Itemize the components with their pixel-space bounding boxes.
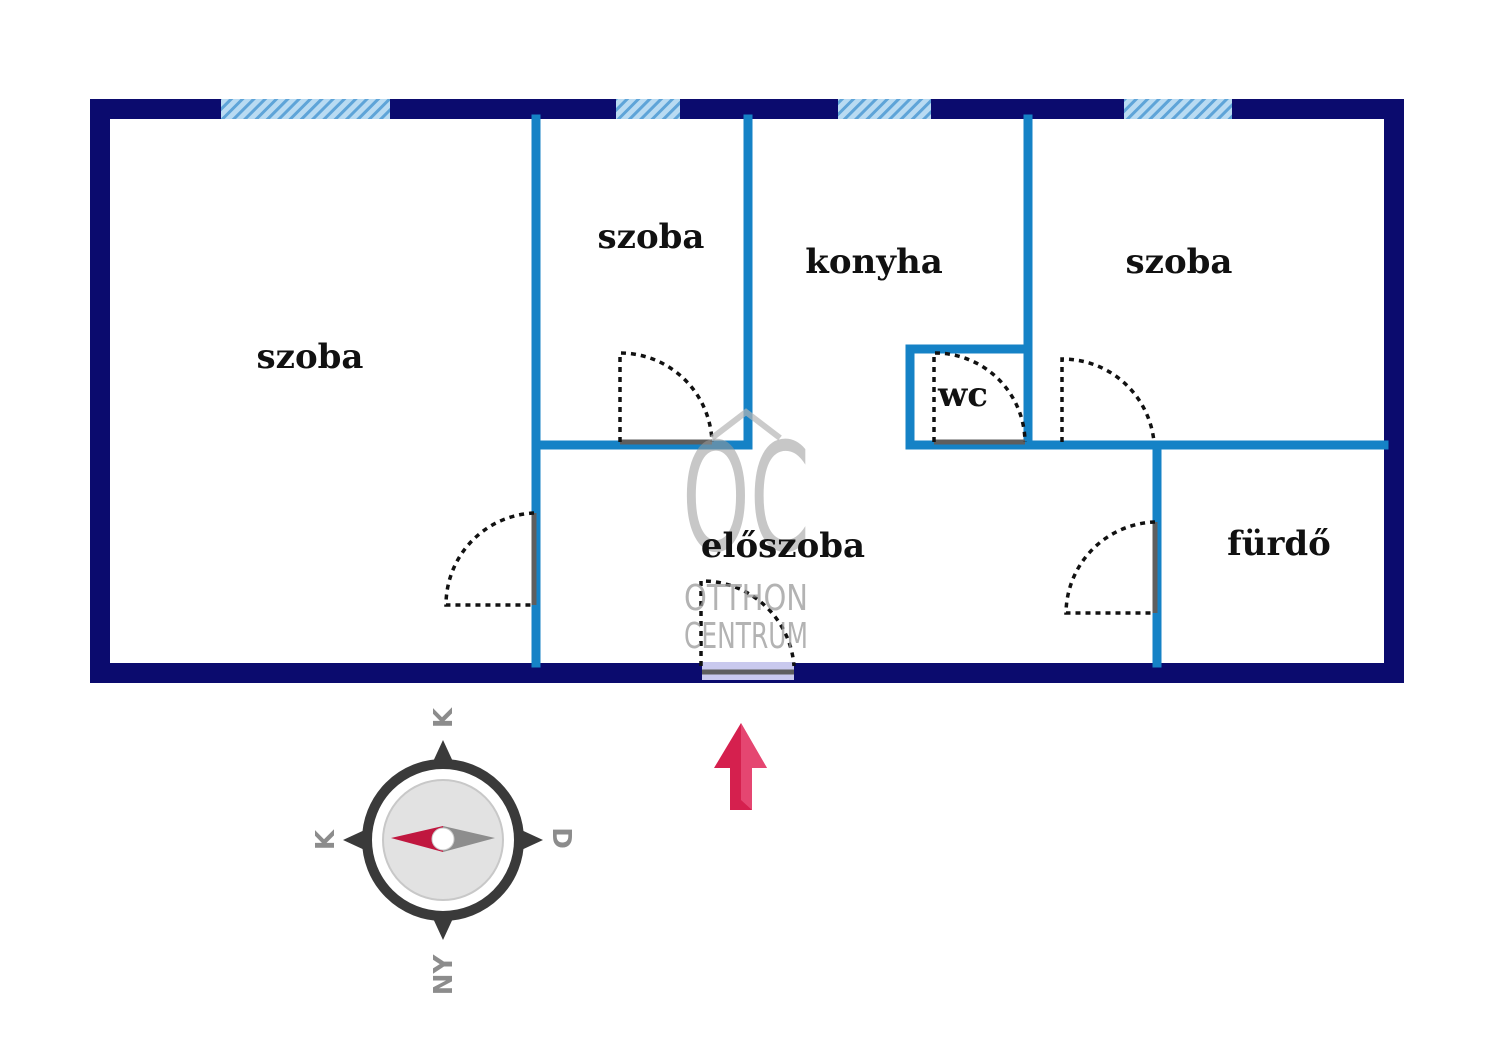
label-wc: wc: [937, 375, 988, 415]
door-swing-right-room: [1060, 357, 1156, 443]
watermark-line1: OTTHON: [684, 578, 808, 619]
compass-letter-top: K: [429, 707, 459, 728]
watermark: OC OTTHON CENTRUM: [682, 408, 810, 657]
label-room-small: szoba: [598, 217, 705, 257]
label-room-left: szoba: [257, 337, 364, 377]
label-room-right: szoba: [1126, 242, 1233, 282]
door-swing-wc: [932, 351, 1027, 443]
window-4: [1124, 99, 1232, 119]
watermark-roof-icon: [710, 408, 782, 441]
window-2: [616, 99, 680, 119]
label-kitchen: konyha: [805, 242, 942, 282]
compass-letter-left: K: [311, 829, 341, 850]
watermark-logo: OC: [682, 412, 810, 586]
compass-needle-south: [443, 826, 495, 852]
compass-letter-right: D: [546, 827, 576, 849]
door-swing-left-room: [444, 511, 535, 607]
door-swing-bath: [1064, 520, 1156, 615]
door-swing-entrance: [699, 579, 796, 667]
door-swing-small-room: [618, 351, 714, 443]
entrance-arrow-icon: [714, 723, 767, 810]
room-labels: szoba szoba konyha szoba wc előszoba für…: [257, 217, 1331, 566]
windows: [221, 99, 1232, 119]
window-3: [838, 99, 931, 119]
doors: [444, 351, 1158, 667]
window-1: [221, 99, 390, 119]
label-hall: előszoba: [701, 526, 865, 566]
watermark-line2: CENTRUM: [684, 616, 808, 657]
compass-letter-bottom: NY: [429, 954, 459, 996]
compass-needle-north: [391, 826, 443, 852]
compass: K K D NY: [311, 707, 576, 995]
label-bath: fürdő: [1227, 524, 1331, 564]
compass-pivot: [431, 827, 455, 851]
